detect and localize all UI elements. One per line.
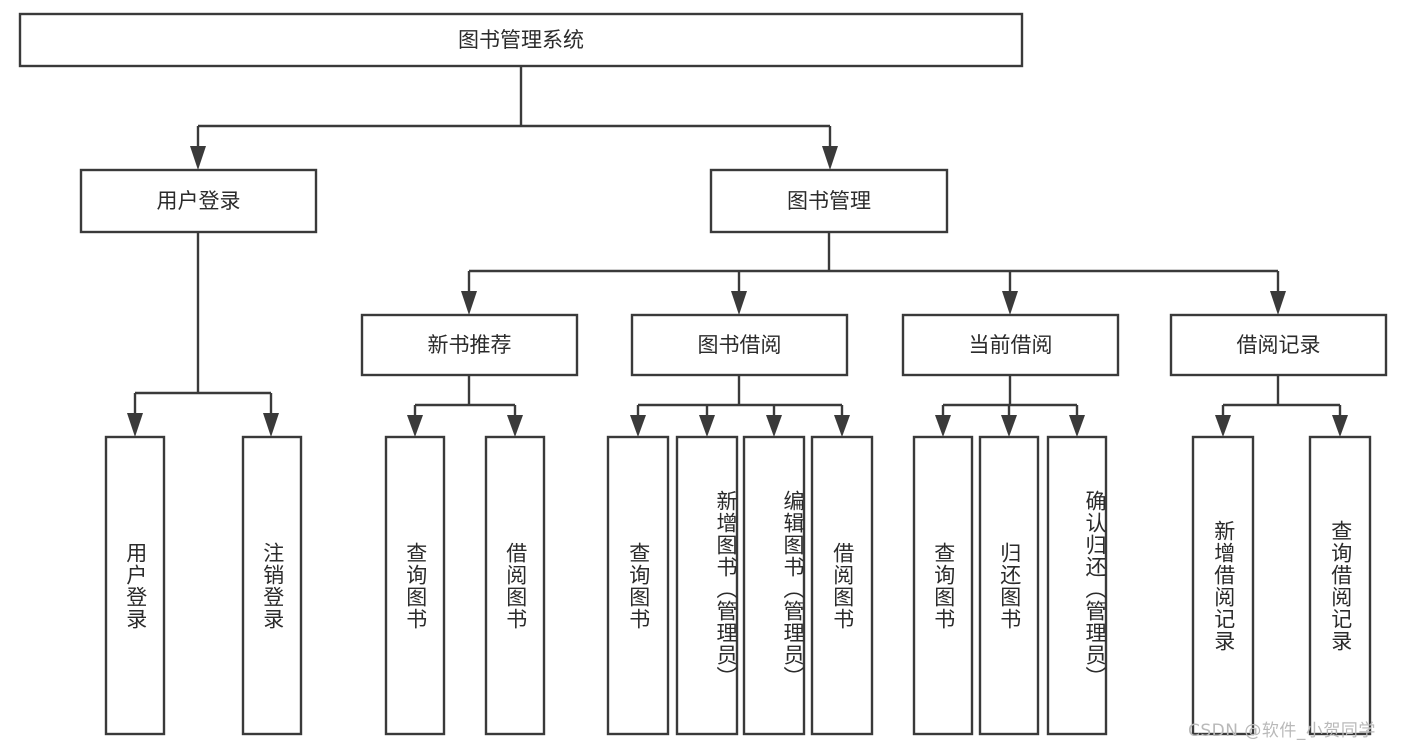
arrow-head-icon xyxy=(1001,415,1017,437)
arrow-head-icon xyxy=(766,415,782,437)
node-leaf-query-book-borrow[interactable] xyxy=(606,435,670,736)
node-user-login[interactable]: 用户登录 xyxy=(79,168,318,234)
arrow-head-icon xyxy=(1002,291,1018,315)
node-leaf-add-book[interactable] xyxy=(675,435,739,736)
node-new-book-recommend-label: 新书推荐 xyxy=(428,333,512,357)
node-current-borrow-label: 当前借阅 xyxy=(969,333,1053,357)
node-borrow-record-label: 借阅记录 xyxy=(1237,333,1321,357)
node-book-manage[interactable]: 图书管理 xyxy=(709,168,949,234)
node-leaf-query-book-current[interactable] xyxy=(912,435,974,736)
arrow-head-icon xyxy=(507,415,523,437)
node-leaf-query-book-new[interactable] xyxy=(384,435,446,736)
arrow-head-icon xyxy=(1215,415,1231,437)
node-current-borrow[interactable]: 当前借阅 xyxy=(901,313,1120,377)
arrow-head-icon xyxy=(731,291,747,315)
node-leaf-confirm-return[interactable] xyxy=(1046,435,1108,736)
arrow-head-icon xyxy=(190,146,206,170)
node-leaf-logout[interactable] xyxy=(241,435,303,736)
connector-bookmanage-to-level3 xyxy=(461,232,1286,315)
arrow-head-icon xyxy=(1270,291,1286,315)
arrow-head-icon xyxy=(822,146,838,170)
node-book-borrow[interactable]: 图书借阅 xyxy=(630,313,849,377)
arrow-head-icon xyxy=(1069,415,1085,437)
arrow-head-icon xyxy=(834,415,850,437)
connector-bookborrow-to-leaves xyxy=(630,375,850,437)
node-book-manage-label: 图书管理 xyxy=(787,189,871,213)
arrow-head-icon xyxy=(127,413,143,437)
arrow-head-icon xyxy=(699,415,715,437)
arrow-head-icon xyxy=(461,291,477,315)
node-leaf-add-record[interactable] xyxy=(1191,435,1255,736)
csdn-watermark: CSDN @软件_小贺同学 xyxy=(1188,721,1376,741)
arrow-head-icon xyxy=(630,415,646,437)
node-leaf-user-login[interactable] xyxy=(104,435,166,736)
node-leaf-query-record[interactable] xyxy=(1308,435,1372,736)
connector-newbook-to-leaves xyxy=(407,375,523,437)
node-leaf-edit-book[interactable] xyxy=(742,435,806,736)
connector-borrowrecord-to-leaves xyxy=(1215,375,1348,437)
node-user-login-label: 用户登录 xyxy=(157,189,241,213)
connector-currentborrow-to-leaves xyxy=(935,375,1085,437)
node-book-borrow-label: 图书借阅 xyxy=(698,333,782,357)
node-new-book-recommend[interactable]: 新书推荐 xyxy=(360,313,579,377)
node-root[interactable]: 图书管理系统 xyxy=(18,12,1024,68)
arrow-head-icon xyxy=(263,413,279,437)
node-leaf-borrow-book[interactable] xyxy=(810,435,874,736)
node-leaf-borrow-book-new[interactable] xyxy=(484,435,546,736)
node-leaf-return-book[interactable] xyxy=(978,435,1040,736)
connector-root-to-level2 xyxy=(190,66,838,170)
node-borrow-record[interactable]: 借阅记录 xyxy=(1169,313,1388,377)
node-root-label: 图书管理系统 xyxy=(458,28,584,52)
arrow-head-icon xyxy=(1332,415,1348,437)
arrow-head-icon xyxy=(935,415,951,437)
connector-userlogin-to-leaves xyxy=(127,232,279,437)
arrow-head-icon xyxy=(407,415,423,437)
